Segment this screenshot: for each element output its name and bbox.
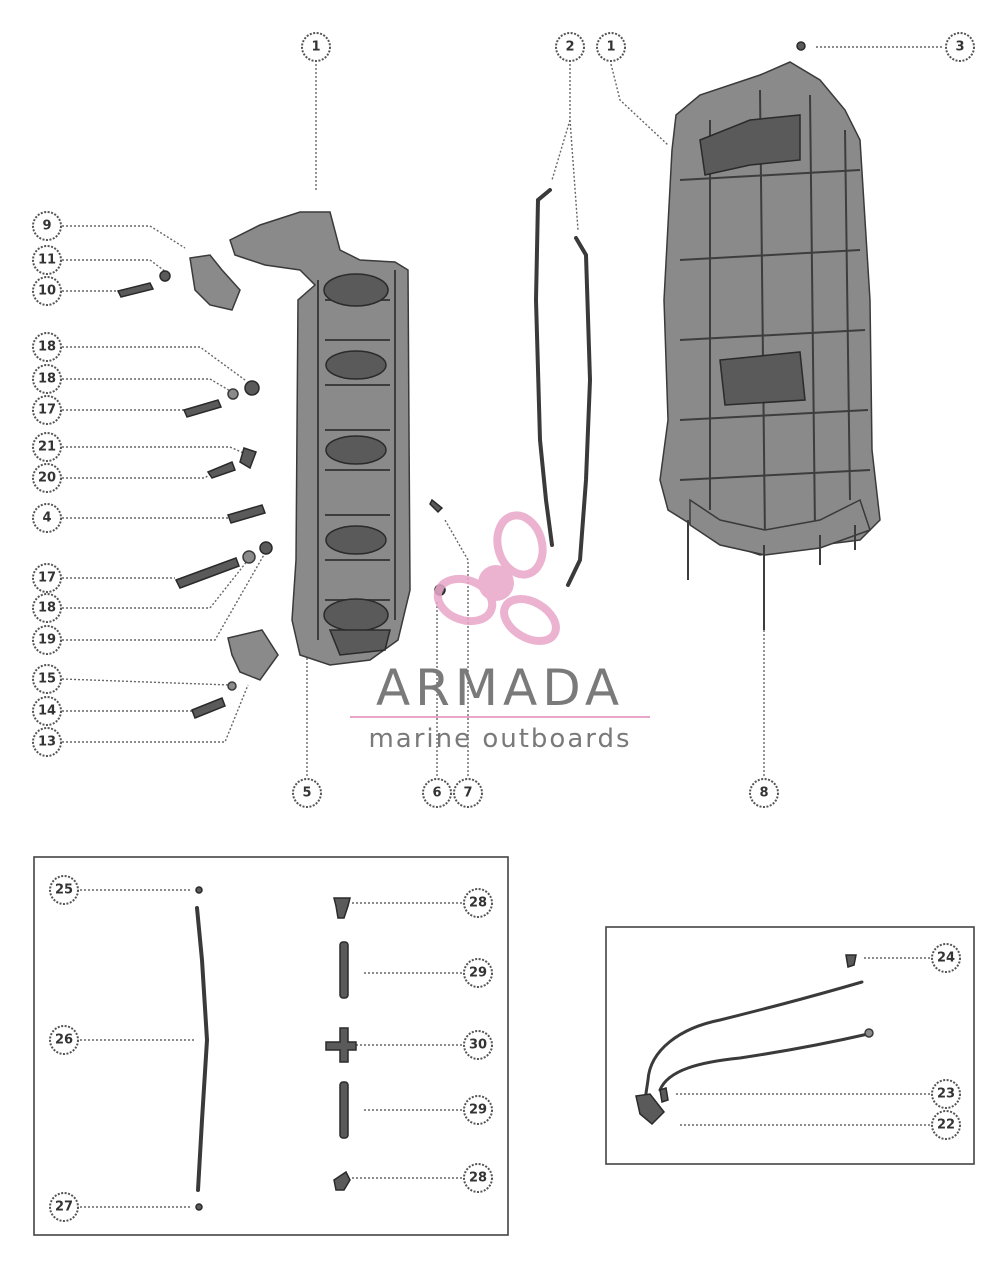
brand-tagline: marine outboards <box>368 724 631 754</box>
leader-lines <box>61 46 942 1208</box>
callout-19: 19 <box>32 625 62 655</box>
brand-name: ARMADA <box>376 659 624 717</box>
callout-label: 30 <box>469 1038 487 1053</box>
inset-box-hoses <box>33 856 509 1236</box>
callout-10: 10 <box>32 276 62 306</box>
callout-label: 4 <box>42 511 51 526</box>
callout-label: 29 <box>469 1103 487 1118</box>
callout-28: 28 <box>463 888 493 918</box>
left-hardware <box>116 254 279 719</box>
crankcase-cover-half <box>229 211 411 666</box>
callout-24: 24 <box>931 943 961 973</box>
callout-9: 9 <box>32 211 62 241</box>
callout-8: 8 <box>749 778 779 808</box>
callout-1: 1 <box>596 32 626 62</box>
callout-20: 20 <box>32 463 62 493</box>
callout-21: 21 <box>32 432 62 462</box>
callout-label: 17 <box>38 403 56 418</box>
callout-29: 29 <box>463 1095 493 1125</box>
callout-28: 28 <box>463 1163 493 1193</box>
callout-17: 17 <box>32 395 62 425</box>
callout-label: 5 <box>302 786 311 801</box>
callout-26: 26 <box>49 1025 79 1055</box>
callout-18: 18 <box>32 332 62 362</box>
callout-label: 28 <box>469 1171 487 1186</box>
callout-22: 22 <box>931 1110 961 1140</box>
callout-4: 4 <box>32 503 62 533</box>
callout-18: 18 <box>32 364 62 394</box>
callout-5: 5 <box>292 778 322 808</box>
callout-label: 11 <box>38 253 56 268</box>
callout-label: 8 <box>759 786 768 801</box>
callout-14: 14 <box>32 696 62 726</box>
callout-label: 18 <box>38 340 56 355</box>
callout-18: 18 <box>32 593 62 623</box>
callout-label: 23 <box>937 1087 955 1102</box>
callout-15: 15 <box>32 664 62 694</box>
cylinder-block <box>659 41 881 630</box>
callout-27: 27 <box>49 1192 79 1222</box>
callout-label: 29 <box>469 966 487 981</box>
callout-label: 20 <box>38 471 56 486</box>
callouts: 1 2 1 3 9 11 10 18 18 17 21 20 4 17 18 1… <box>32 32 975 1222</box>
callout-13: 13 <box>32 727 62 757</box>
callout-label: 25 <box>55 883 73 898</box>
callout-1: 1 <box>301 32 331 62</box>
callout-label: 6 <box>432 786 441 801</box>
callout-label: 22 <box>937 1118 955 1133</box>
brand-watermark: ARMADA marine outboards <box>350 511 650 754</box>
callout-label: 18 <box>38 372 56 387</box>
callout-29: 29 <box>463 958 493 988</box>
callout-label: 17 <box>38 571 56 586</box>
callout-label: 9 <box>42 219 51 234</box>
callout-label: 24 <box>937 951 955 966</box>
callout-label: 2 <box>565 40 574 55</box>
callout-label: 19 <box>38 633 56 648</box>
callout-label: 15 <box>38 672 56 687</box>
propeller-logo <box>433 511 560 645</box>
callout-11: 11 <box>32 245 62 275</box>
callout-17: 17 <box>32 563 62 593</box>
callout-label: 14 <box>38 704 56 719</box>
callout-23: 23 <box>931 1079 961 1109</box>
callout-label: 7 <box>463 786 472 801</box>
callout-label: 26 <box>55 1033 73 1048</box>
callout-label: 21 <box>38 440 56 455</box>
callout-label: 18 <box>38 601 56 616</box>
callout-2: 2 <box>555 32 585 62</box>
callout-label: 3 <box>955 40 964 55</box>
callout-label: 10 <box>38 284 56 299</box>
callout-label: 1 <box>311 40 320 55</box>
callout-label: 13 <box>38 735 56 750</box>
callout-3: 3 <box>945 32 975 62</box>
callout-6: 6 <box>422 778 452 808</box>
callout-label: 1 <box>606 40 615 55</box>
callout-7: 7 <box>453 778 483 808</box>
callout-label: 27 <box>55 1200 73 1215</box>
callout-25: 25 <box>49 875 79 905</box>
inset-box-wiring <box>605 926 975 1165</box>
callout-30: 30 <box>463 1030 493 1060</box>
callout-label: 28 <box>469 896 487 911</box>
